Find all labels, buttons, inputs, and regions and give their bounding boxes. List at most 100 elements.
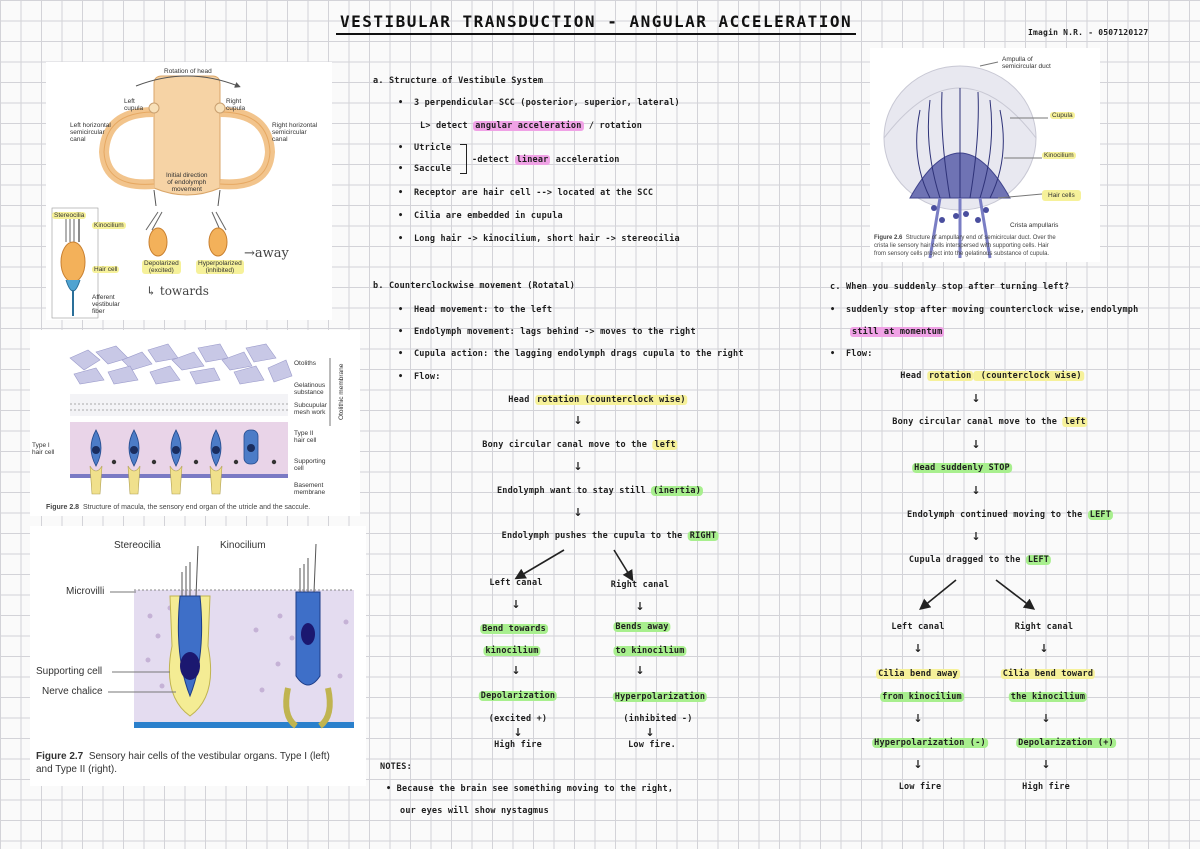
flow-c-step-3: Head suddenly STOP: [912, 463, 1012, 473]
flow-c-r2: the kinocilium: [1008, 692, 1088, 702]
section-a-bullet-1: • 3 perpendicular SCC (posterior, superi…: [398, 98, 680, 108]
left-canal-label: Left horizontal semicircular canal: [70, 122, 111, 143]
flow-b-r-arrow-3: ↓: [645, 726, 655, 739]
section-c-momentum: still at momentum: [850, 327, 945, 337]
section-a-bullet-3: • Receptor are hair cell --> located at …: [398, 188, 654, 198]
flow-c-branch: [919, 579, 1036, 611]
flow-b-branch: [514, 549, 634, 582]
flow-b-step-3: Endolymph want to stay still (inertia): [496, 486, 704, 496]
flow-b-arrow-2: ↓: [573, 460, 583, 473]
head-rotation-diagram: [51, 75, 276, 319]
macula-caption: Figure 2.8 Structure of macula, the sens…: [46, 504, 311, 511]
section-b-bullet-2: • Endolymph movement: lags behind -> mov…: [398, 327, 696, 337]
crista-label: Crista ampullaris: [1010, 222, 1059, 229]
ampulla-diagram: [883, 61, 1048, 259]
flow-b-r1: Bends away: [613, 622, 671, 632]
figure-ampulla: Ampulla of semicircular duct Cupula Kino…: [870, 48, 1100, 262]
flow-c-r1: Cilia bend toward: [1000, 669, 1096, 679]
section-a-heading: a. Structure of Vestibule System: [373, 76, 544, 86]
ampulla-caption: Figure 2.6 Structure of ampullary end of…: [874, 235, 1056, 257]
kinocilium-hair-label: Kinocilium: [220, 540, 266, 551]
flow-b-step-1: Head rotation (counterclock wise): [508, 395, 688, 405]
author-label: Imagin N.R. - 0507120127: [1028, 28, 1149, 37]
stereocilia-hair-label: Stereocilia: [114, 540, 161, 551]
flow-c-arrow-4: ↓: [971, 530, 981, 543]
page-title: VESTIBULAR TRANSDUCTION - ANGULAR ACCELE…: [336, 12, 857, 35]
flow-b-right-canal: Right canal: [610, 580, 670, 590]
subcupular-label: Subcupular mesh work: [294, 402, 327, 416]
brace: [460, 144, 467, 174]
flow-c-step-5: Cupula dragged to the LEFT: [908, 555, 1052, 565]
flow-c-l-arrow-3: ↓: [913, 758, 923, 771]
supporting-cell-label: Supporting cell: [36, 666, 103, 677]
cupula-label: Cupula: [1050, 112, 1075, 119]
section-a-linear: -detect linear acceleration: [472, 155, 620, 165]
afferent-label: Afferent vestibular fiber: [92, 294, 120, 315]
flow-b-r2: to kinocilium: [613, 646, 687, 656]
flow-b-r4: (inhibited -): [623, 714, 693, 724]
depolarized-label: Depolarized (excited): [142, 260, 181, 274]
flow-b-l1: Bend towards: [480, 624, 548, 634]
flow-c-l4: Low fire: [898, 782, 942, 792]
flow-b-r-arrow-1: ↓: [635, 600, 645, 613]
flow-b-l2: kinocilium: [483, 646, 541, 656]
flow-c-arrow-3: ↓: [971, 484, 981, 497]
flow-c-arrow-1: ↓: [971, 392, 981, 405]
flow-b-l-arrow-1: ↓: [511, 598, 521, 611]
section-b-bullet-4: • Flow:: [398, 372, 441, 382]
initial-direction-label: Initial direction of endolymph movement: [166, 172, 208, 193]
flow-c-l-arrow-1: ↓: [913, 642, 923, 655]
supporting-label: Supporting cell: [294, 458, 326, 472]
flow-c-step-1: Head rotation (counterclock wise): [900, 371, 1084, 381]
kinocilium-amp-label: Kinocilium: [1042, 152, 1076, 159]
flow-c-step-4: Endolymph continued moving to the LEFT: [906, 510, 1114, 520]
flow-b-r5: Low fire.: [628, 740, 676, 750]
section-c-bullet-1: • suddenly stop after moving countercloc…: [830, 305, 1139, 315]
flow-b-r-arrow-2: ↓: [635, 664, 645, 677]
section-b-bullet-3: • Cupula action: the lagging endolymph d…: [398, 349, 744, 359]
section-a-sub-1: L> detect angular acceleration / rotatio…: [420, 121, 643, 131]
flow-c-r3: Depolarization (+): [1016, 738, 1116, 748]
figure-head-rotation: Rotation of head Left cupula Right cupul…: [46, 62, 332, 320]
note-line-2: our eyes will show nystagmus: [400, 806, 549, 816]
otolithic-label: Otolithic membrane: [338, 363, 345, 420]
flow-c-r4: High fire: [1022, 782, 1070, 792]
flow-c-l-arrow-2: ↓: [913, 712, 923, 725]
notes-heading: NOTES:: [380, 762, 412, 772]
section-a-saccule: • Saccule: [398, 164, 452, 174]
note-line-1: • Because the brain see something moving…: [386, 784, 674, 794]
hair-cells-label: Hair cells: [1042, 190, 1081, 201]
section-b-bullet-1: • Head movement: to the left: [398, 305, 553, 315]
hair-cell-label: Hair cell: [92, 266, 120, 273]
flow-c-l3: Hyperpolarization (-): [872, 738, 988, 748]
figure-hair-cells: Stereocilia Kinocilium Microvilli Suppor…: [30, 526, 366, 786]
flow-c-r-arrow-1: ↓: [1039, 642, 1049, 655]
section-c-heading: c. When you suddenly stop after turning …: [830, 282, 1070, 292]
left-cupula-label: Left cupula: [124, 98, 144, 112]
basement-label: Basement membrane: [294, 482, 326, 496]
section-a-bullet-5: • Long hair -> kinocilium, short hair ->…: [398, 234, 680, 244]
hand-towards-note: ↳ towards: [146, 284, 209, 298]
flow-c-r-arrow-3: ↓: [1041, 758, 1051, 771]
rotation-label: Rotation of head: [164, 68, 212, 75]
flow-b-l-arrow-3: ↓: [513, 726, 523, 739]
hair-cells-diagram: [108, 543, 354, 729]
flow-c-r-arrow-2: ↓: [1041, 712, 1051, 725]
flow-b-step-4: Endolymph pushes the cupula to the RIGHT: [501, 531, 719, 541]
flow-b-step-2: Bony circular canal move to the left: [482, 440, 678, 450]
flow-b-l-arrow-2: ↓: [511, 664, 521, 677]
ampulla-label: Ampulla of semicircular duct: [1002, 56, 1051, 70]
kinocilium-label: Kinocilium: [92, 222, 126, 229]
microvilli-label: Microvilli: [66, 586, 105, 597]
type1-label: Type I hair cell: [32, 442, 55, 456]
flow-b-l4: (excited +): [488, 714, 548, 724]
flow-b-r3: Hyperpolarization: [612, 692, 708, 702]
flow-c-l2: from kinocilium: [880, 692, 964, 702]
flow-b-l3: Depolarization: [478, 691, 558, 701]
type2-label: Type II hair cell: [294, 430, 317, 444]
flow-c-l1: Cilia bend away: [876, 669, 960, 679]
right-canal-label: Right horizontal semicircular canal: [272, 122, 318, 143]
figure-macula: Otoliths Gelatinous substance Subcupular…: [30, 330, 360, 516]
macula-diagram: [30, 330, 360, 516]
section-b-heading: b. Counterclockwise movement (Rotatal): [373, 281, 576, 291]
